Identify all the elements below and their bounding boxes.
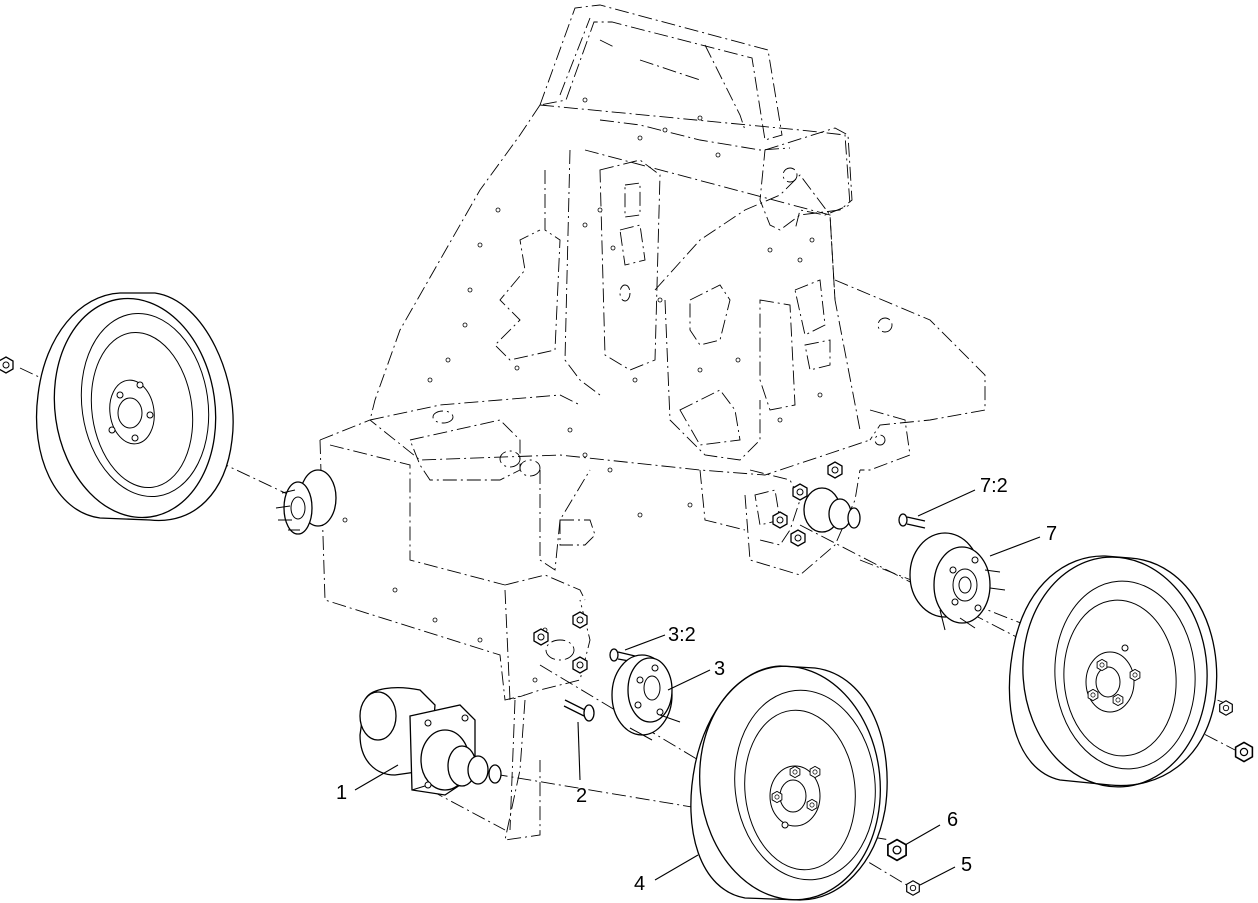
callout-labels: 1 2 3:2 3 4 5 6 7 7:2 bbox=[336, 475, 1057, 895]
left-lug-nut bbox=[0, 356, 14, 374]
callout-6: 6 bbox=[947, 809, 958, 831]
wheel-motor bbox=[359, 687, 502, 796]
callout-3-2: 3:2 bbox=[668, 624, 696, 646]
callout-leaders bbox=[354, 489, 1041, 886]
left-rear-wheel bbox=[35, 292, 234, 522]
machine-frame bbox=[319, 4, 986, 841]
front-wheel bbox=[690, 665, 888, 901]
callout-7: 7 bbox=[1046, 523, 1057, 545]
front-wheel-hub bbox=[611, 654, 681, 741]
callout-1: 1 bbox=[336, 782, 347, 804]
right-rear-wheel bbox=[1008, 555, 1218, 788]
bolt-part-2 bbox=[563, 699, 595, 722]
callout-2: 2 bbox=[576, 785, 587, 807]
front-axle-mount-bolts bbox=[533, 611, 588, 674]
callout-3: 3 bbox=[714, 658, 725, 680]
right-axle-stub bbox=[772, 461, 861, 547]
lug-nut-part-6 bbox=[887, 838, 907, 862]
right-wheel-hub bbox=[909, 532, 1006, 631]
lug-nut-part-5 bbox=[906, 880, 920, 896]
callout-7-2: 7:2 bbox=[980, 475, 1008, 497]
left-rear-hub bbox=[275, 469, 337, 535]
callout-5: 5 bbox=[961, 854, 972, 876]
callout-4: 4 bbox=[634, 873, 645, 895]
bolt-part-7-2 bbox=[898, 513, 926, 529]
right-wheel-lug-nuts bbox=[1219, 700, 1254, 763]
